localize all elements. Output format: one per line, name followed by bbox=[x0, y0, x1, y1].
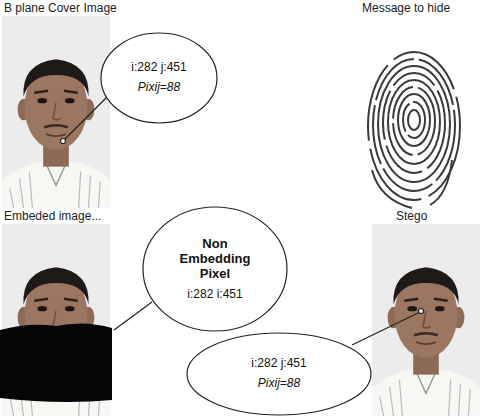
callout-ellipse: i:282 j:451Pixij=88 bbox=[186, 332, 372, 416]
callout-ellipse: Non Embedding Pixel i:282 i:451 bbox=[142, 206, 288, 332]
leader-lines bbox=[61, 98, 424, 345]
ellipse-shape bbox=[187, 333, 371, 415]
ellipse-shape bbox=[143, 207, 287, 331]
callout-heading: i:282 j:451 bbox=[131, 61, 186, 75]
callout-heading: i:282 j:451 bbox=[251, 357, 306, 371]
callout-content: i:282 j:451Pixij=88 bbox=[100, 32, 218, 124]
ellipse-outline bbox=[186, 332, 372, 416]
panel-title: B plane Cover Image bbox=[4, 1, 117, 15]
callout-heading: Non Embedding Pixel bbox=[171, 237, 259, 282]
panel-title: Embeded image... bbox=[4, 209, 101, 223]
ellipse-outline bbox=[100, 32, 218, 124]
cover-face-photo bbox=[2, 16, 110, 208]
callout-value: i:282 i:451 bbox=[187, 288, 242, 302]
callout-content: Non Embedding Pixel i:282 i:451 bbox=[142, 206, 288, 332]
embedded-black-region bbox=[0, 323, 112, 402]
panel-title: Stego bbox=[396, 209, 427, 223]
callout-ellipse: i:282 j:451Pixij=88 bbox=[100, 32, 218, 124]
panel-title: Message to hide bbox=[362, 1, 450, 15]
callout-value: Pixij=88 bbox=[258, 377, 300, 391]
fingerprint bbox=[368, 52, 460, 208]
stego-face-photo bbox=[372, 224, 480, 416]
callout-value: Pixij=88 bbox=[138, 81, 180, 95]
callout-content: i:282 j:451Pixij=88 bbox=[186, 332, 372, 416]
ellipse-shape bbox=[101, 33, 217, 123]
